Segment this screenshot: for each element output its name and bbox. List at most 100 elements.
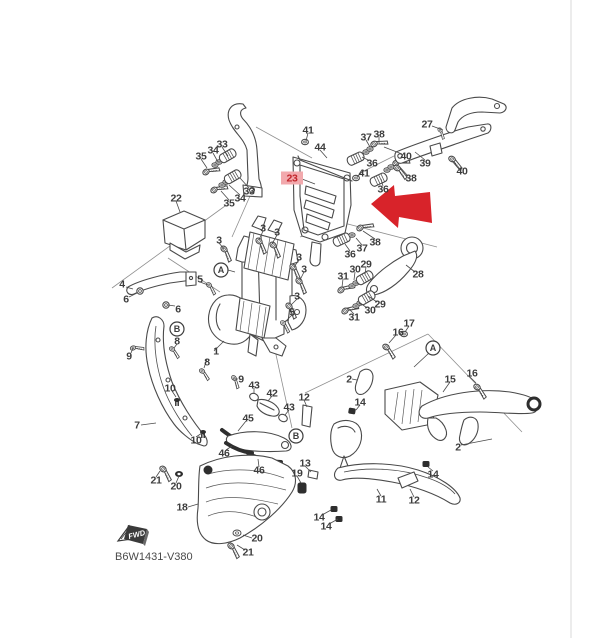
callout-37[interactable]: 37 [356, 243, 368, 255]
callout-14[interactable]: 14 [320, 521, 332, 533]
callout-40[interactable]: 40 [456, 166, 468, 178]
callout-5[interactable]: 5 [289, 307, 295, 319]
ref-circle-A: A [213, 262, 229, 278]
callout-13[interactable]: 13 [299, 458, 311, 470]
fwd-label: FWD [127, 528, 146, 541]
callout-10[interactable]: 10 [164, 383, 176, 395]
callout-12[interactable]: 12 [298, 392, 310, 404]
part-23-plate-drawing [292, 138, 360, 267]
callout-27[interactable]: 27 [421, 119, 433, 131]
callout-36[interactable]: 36 [377, 184, 389, 196]
callout-14[interactable]: 14 [354, 397, 366, 409]
callout-28[interactable]: 28 [412, 269, 424, 281]
callout-6[interactable]: 6 [123, 294, 129, 306]
part-4-drawing [126, 271, 197, 309]
callout-3[interactable]: 3 [294, 291, 300, 303]
callout-34[interactable]: 34 [234, 193, 246, 205]
callout-7[interactable]: 7 [134, 420, 140, 432]
callout-38[interactable]: 38 [369, 237, 381, 249]
selection-arrow [371, 185, 432, 228]
callout-15[interactable]: 15 [444, 374, 456, 386]
leader-lines [125, 125, 493, 551]
callout-3[interactable]: 3 [274, 227, 280, 239]
part-22-drawing [162, 210, 206, 260]
callout-43[interactable]: 43 [248, 380, 260, 392]
callout-21[interactable]: 21 [150, 475, 162, 487]
part-1-drawing [207, 215, 307, 357]
callout-43[interactable]: 43 [283, 402, 295, 414]
callout-14[interactable]: 14 [427, 469, 439, 481]
callout-5[interactable]: 5 [197, 274, 203, 286]
callout-42[interactable]: 42 [266, 388, 278, 400]
callout-16[interactable]: 16 [466, 368, 478, 380]
callout-16[interactable]: 16 [392, 327, 404, 339]
callout-8[interactable]: 8 [174, 336, 180, 348]
callout-38[interactable]: 38 [405, 173, 417, 185]
ref-circle-B: B [169, 321, 185, 337]
part-15-drawing [348, 330, 542, 446]
callout-41[interactable]: 41 [302, 125, 314, 137]
callout-22[interactable]: 22 [170, 193, 182, 205]
callout-33[interactable]: 33 [216, 139, 228, 151]
callout-21[interactable]: 21 [242, 547, 254, 559]
callout-2[interactable]: 2 [455, 442, 461, 454]
callout-4[interactable]: 4 [119, 279, 125, 291]
svg-text:B: B [293, 431, 300, 441]
callout-6[interactable]: 6 [175, 304, 181, 316]
callout-41[interactable]: 41 [358, 168, 370, 180]
callout-29[interactable]: 29 [374, 299, 386, 311]
callout-8[interactable]: 8 [204, 357, 210, 369]
callout-36[interactable]: 36 [366, 158, 378, 170]
callout-3[interactable]: 3 [260, 223, 266, 235]
callout-35[interactable]: 35 [195, 151, 207, 163]
callout-9[interactable]: 9 [238, 374, 244, 386]
callout-14[interactable]: 14 [313, 512, 325, 524]
callout-33[interactable]: 33 [243, 186, 255, 198]
callout-2[interactable]: 2 [346, 374, 352, 386]
callout-20[interactable]: 20 [251, 533, 263, 545]
callout-45[interactable]: 45 [242, 413, 254, 425]
callout-3[interactable]: 3 [216, 235, 222, 247]
callout-38[interactable]: 38 [373, 129, 385, 141]
callout-20[interactable]: 20 [170, 481, 182, 493]
callout-35[interactable]: 35 [223, 198, 235, 210]
callout-3[interactable]: 3 [301, 264, 307, 276]
callout-34[interactable]: 34 [207, 145, 219, 157]
callout-40[interactable]: 40 [400, 151, 412, 163]
highlight-box [281, 171, 303, 185]
callout-39[interactable]: 39 [419, 158, 431, 170]
svg-text:A: A [430, 343, 437, 353]
callout-37[interactable]: 37 [360, 132, 372, 144]
part-27-drawing [434, 96, 507, 141]
callout-44[interactable]: 44 [314, 142, 326, 154]
ref-circles-layer: A B A B [169, 262, 441, 444]
callout-3[interactable]: 3 [296, 252, 302, 264]
callout-46[interactable]: 46 [218, 448, 230, 460]
callout-9[interactable]: 9 [126, 351, 132, 363]
svg-text:A: A [218, 265, 225, 275]
callout-46[interactable]: 46 [253, 465, 265, 477]
callout-31[interactable]: 31 [337, 271, 349, 283]
part-28-drawing [365, 236, 424, 296]
callout-31[interactable]: 31 [348, 312, 360, 324]
callout-17[interactable]: 17 [403, 318, 415, 330]
ref-circle-A: A [425, 340, 441, 356]
part-stay-arm-drawing [227, 103, 263, 198]
callout-11[interactable]: 11 [376, 494, 387, 506]
callout-12[interactable]: 12 [408, 495, 420, 507]
svg-text:B: B [174, 324, 181, 334]
callout-36[interactable]: 36 [344, 249, 356, 261]
callout-10[interactable]: 10 [190, 435, 202, 447]
diagram-code: B6W1431-V380 [115, 551, 193, 563]
part-7-drawing [145, 316, 208, 447]
callout-30[interactable]: 30 [349, 264, 361, 276]
callout-1[interactable]: 1 [213, 346, 219, 358]
callout-23[interactable]: 23 [286, 173, 298, 185]
callout-19[interactable]: 19 [291, 468, 303, 480]
callout-30[interactable]: 30 [364, 305, 376, 317]
callout-29[interactable]: 29 [360, 259, 372, 271]
part-11-drawing [301, 404, 461, 522]
callout-18[interactable]: 18 [176, 502, 188, 514]
